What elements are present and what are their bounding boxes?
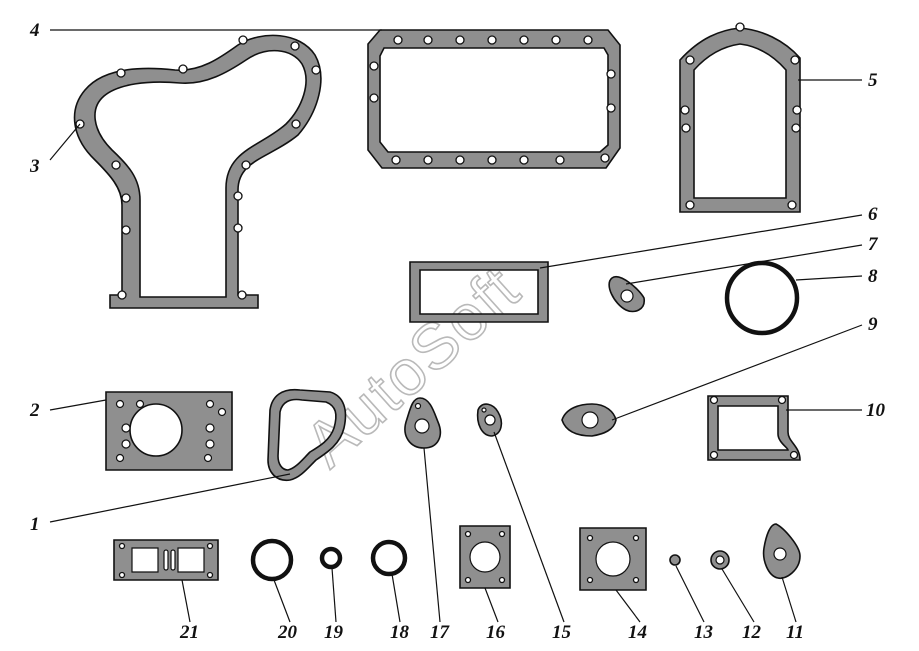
callout-8: 8 [868,266,878,287]
ring-19 [319,546,343,570]
callout-12: 12 [742,622,762,643]
gasket-6-valve-cover [409,261,549,323]
washer-12 [710,550,730,570]
gasket-16-flange [459,525,511,589]
gasket-4-oil-pan [367,29,621,169]
callout-14: 14 [628,622,647,643]
gasket-8-ring [724,260,800,336]
gasket-3-timing-cover [73,34,322,309]
leader-lines [49,29,863,623]
gasket-9-flange [561,403,617,437]
callout-5: 5 [868,70,878,91]
callout-3: 3 [29,156,40,177]
ring-18 [370,539,408,577]
gasket-21-flange [113,539,219,581]
callout-17: 17 [430,622,451,643]
callout-21: 21 [179,622,199,643]
callout-9: 9 [868,314,878,335]
callouts: 4 3 5 6 7 8 9 10 2 1 21 20 19 18 17 16 1… [29,20,886,643]
gasket-15-flange [476,403,503,437]
callout-10: 10 [866,400,886,421]
gasket-14-flange [579,527,647,591]
gasket-10-cover [707,395,801,461]
ring-20 [250,538,294,582]
callout-2: 2 [29,400,40,421]
callout-13: 13 [694,622,713,643]
washer-13 [669,554,681,566]
callout-11: 11 [786,622,804,643]
callout-18: 18 [390,622,410,643]
callout-7: 7 [868,234,879,255]
callout-4: 4 [29,20,40,41]
gasket-1-housing [267,388,347,482]
callout-6: 6 [868,204,878,225]
gasket-11-flange [762,523,801,580]
callout-16: 16 [486,622,506,643]
callout-1: 1 [30,514,40,535]
gasket-2-plate [105,391,233,471]
gasket-5-rear-cover [679,22,802,213]
callout-19: 19 [324,622,344,643]
gasket-7-flange [608,276,645,313]
callout-20: 20 [277,622,298,643]
callout-15: 15 [552,622,572,643]
